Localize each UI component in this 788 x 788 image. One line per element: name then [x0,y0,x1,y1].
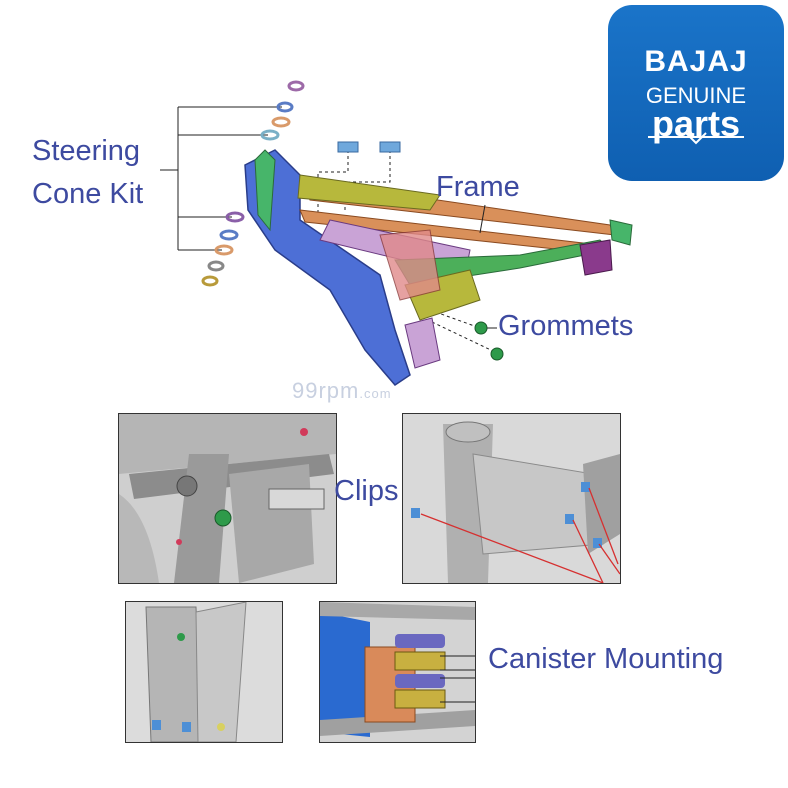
canister-mounting-label: Canister Mounting [488,643,724,675]
watermark-main: 99rpm [292,378,360,403]
grommets-label: Grommets [498,310,634,342]
clip-photo-left-image [119,414,336,583]
bajaj-genuine-parts-logo: BAJAJ GENUINE parts [608,5,784,181]
grommet-parts-icon [474,321,504,361]
canister-photo [319,601,476,743]
clip-photo-right-image [403,414,620,583]
logo-brand-text: BAJAJ [644,45,748,78]
clip-parts-icon [337,141,401,153]
clip-photo-right [402,413,621,584]
watermark: 99rpm.com [292,378,392,404]
watermark-suffix: .com [359,386,392,401]
steering-label-line1: Steering [32,135,141,167]
canister-photo-image [320,602,475,742]
logo-swoosh-icon [648,132,744,145]
steering-cone-rings [201,80,305,287]
frame-body [244,149,633,386]
steering-label-line2: Cone Kit [32,178,144,210]
logo-genuine-text: GENUINE [645,83,747,108]
clips-label: Clips [334,475,399,507]
clip-photo-left [118,413,337,584]
mounting-photo-left-image [126,602,282,742]
frame-leader-line [479,204,486,234]
frame-label: Frame [436,171,520,203]
frame-exploded-diagram [160,80,633,386]
mounting-photo-left [125,601,283,743]
steering-leader-lines [160,106,282,251]
